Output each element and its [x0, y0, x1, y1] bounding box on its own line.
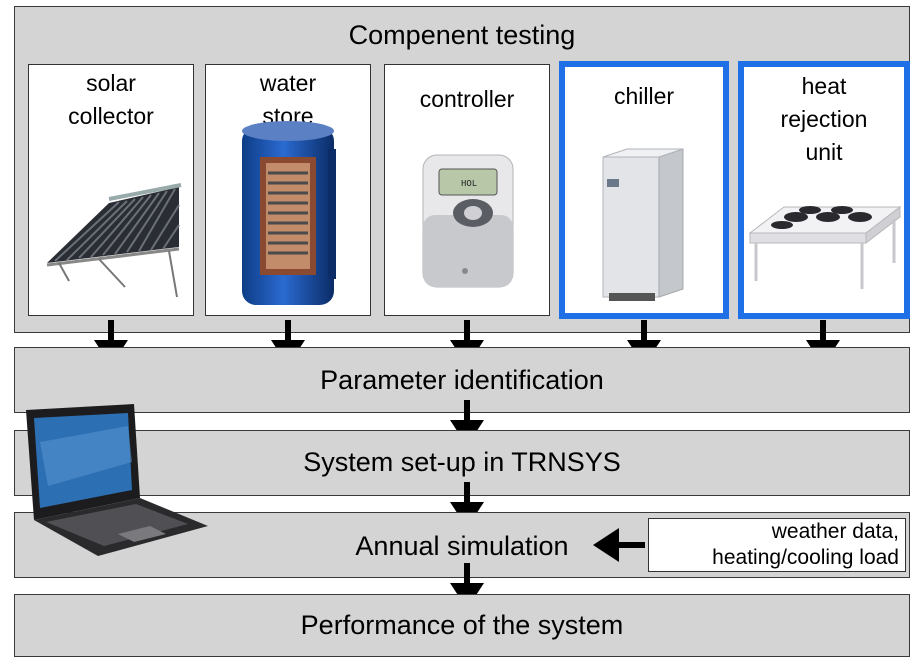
chiller-image: [602, 148, 684, 301]
card-heat-rejection-unit: heat rejection unit: [738, 61, 910, 319]
card-solar-collector: solar collector: [28, 64, 194, 316]
component-testing-title: Compenent testing: [348, 20, 576, 50]
card-label-chiller: chiller: [613, 83, 675, 109]
card-label-heat-rejection-unit: heat rejection unit: [780, 73, 868, 165]
system-setup-band: System set-up in TRNSYS: [14, 430, 910, 496]
laptop-image: [26, 404, 208, 556]
parameter-identification-band: Parameter identification: [14, 347, 910, 413]
card-label-solar-collector: solar collector: [68, 70, 154, 129]
heat-rejection-unit-image: [748, 205, 902, 289]
solar-collector-image: [46, 183, 182, 298]
water-store-image: [242, 121, 336, 305]
left-arrow-icon: [593, 528, 645, 562]
svg-text:HOL: HOL: [461, 179, 477, 189]
card-label-controller: controller: [419, 86, 515, 112]
weather-data-line2: heating/cooling load: [712, 546, 899, 569]
performance-label: Performance of the system: [300, 610, 624, 640]
card-water-store: water store: [205, 64, 371, 316]
annual-simulation-label: Annual simulation: [355, 531, 569, 561]
card-controller: controller HOL: [384, 64, 550, 316]
system-setup-label: System set-up in TRNSYS: [303, 447, 621, 477]
card-chiller: chiller: [559, 61, 729, 319]
parameter-identification-label: Parameter identification: [320, 365, 604, 395]
weather-data-box: weather data, heating/cooling load: [648, 518, 906, 572]
performance-band: Performance of the system: [14, 594, 910, 657]
weather-data-line1: weather data,: [771, 520, 899, 543]
controller-image: HOL: [422, 154, 514, 288]
